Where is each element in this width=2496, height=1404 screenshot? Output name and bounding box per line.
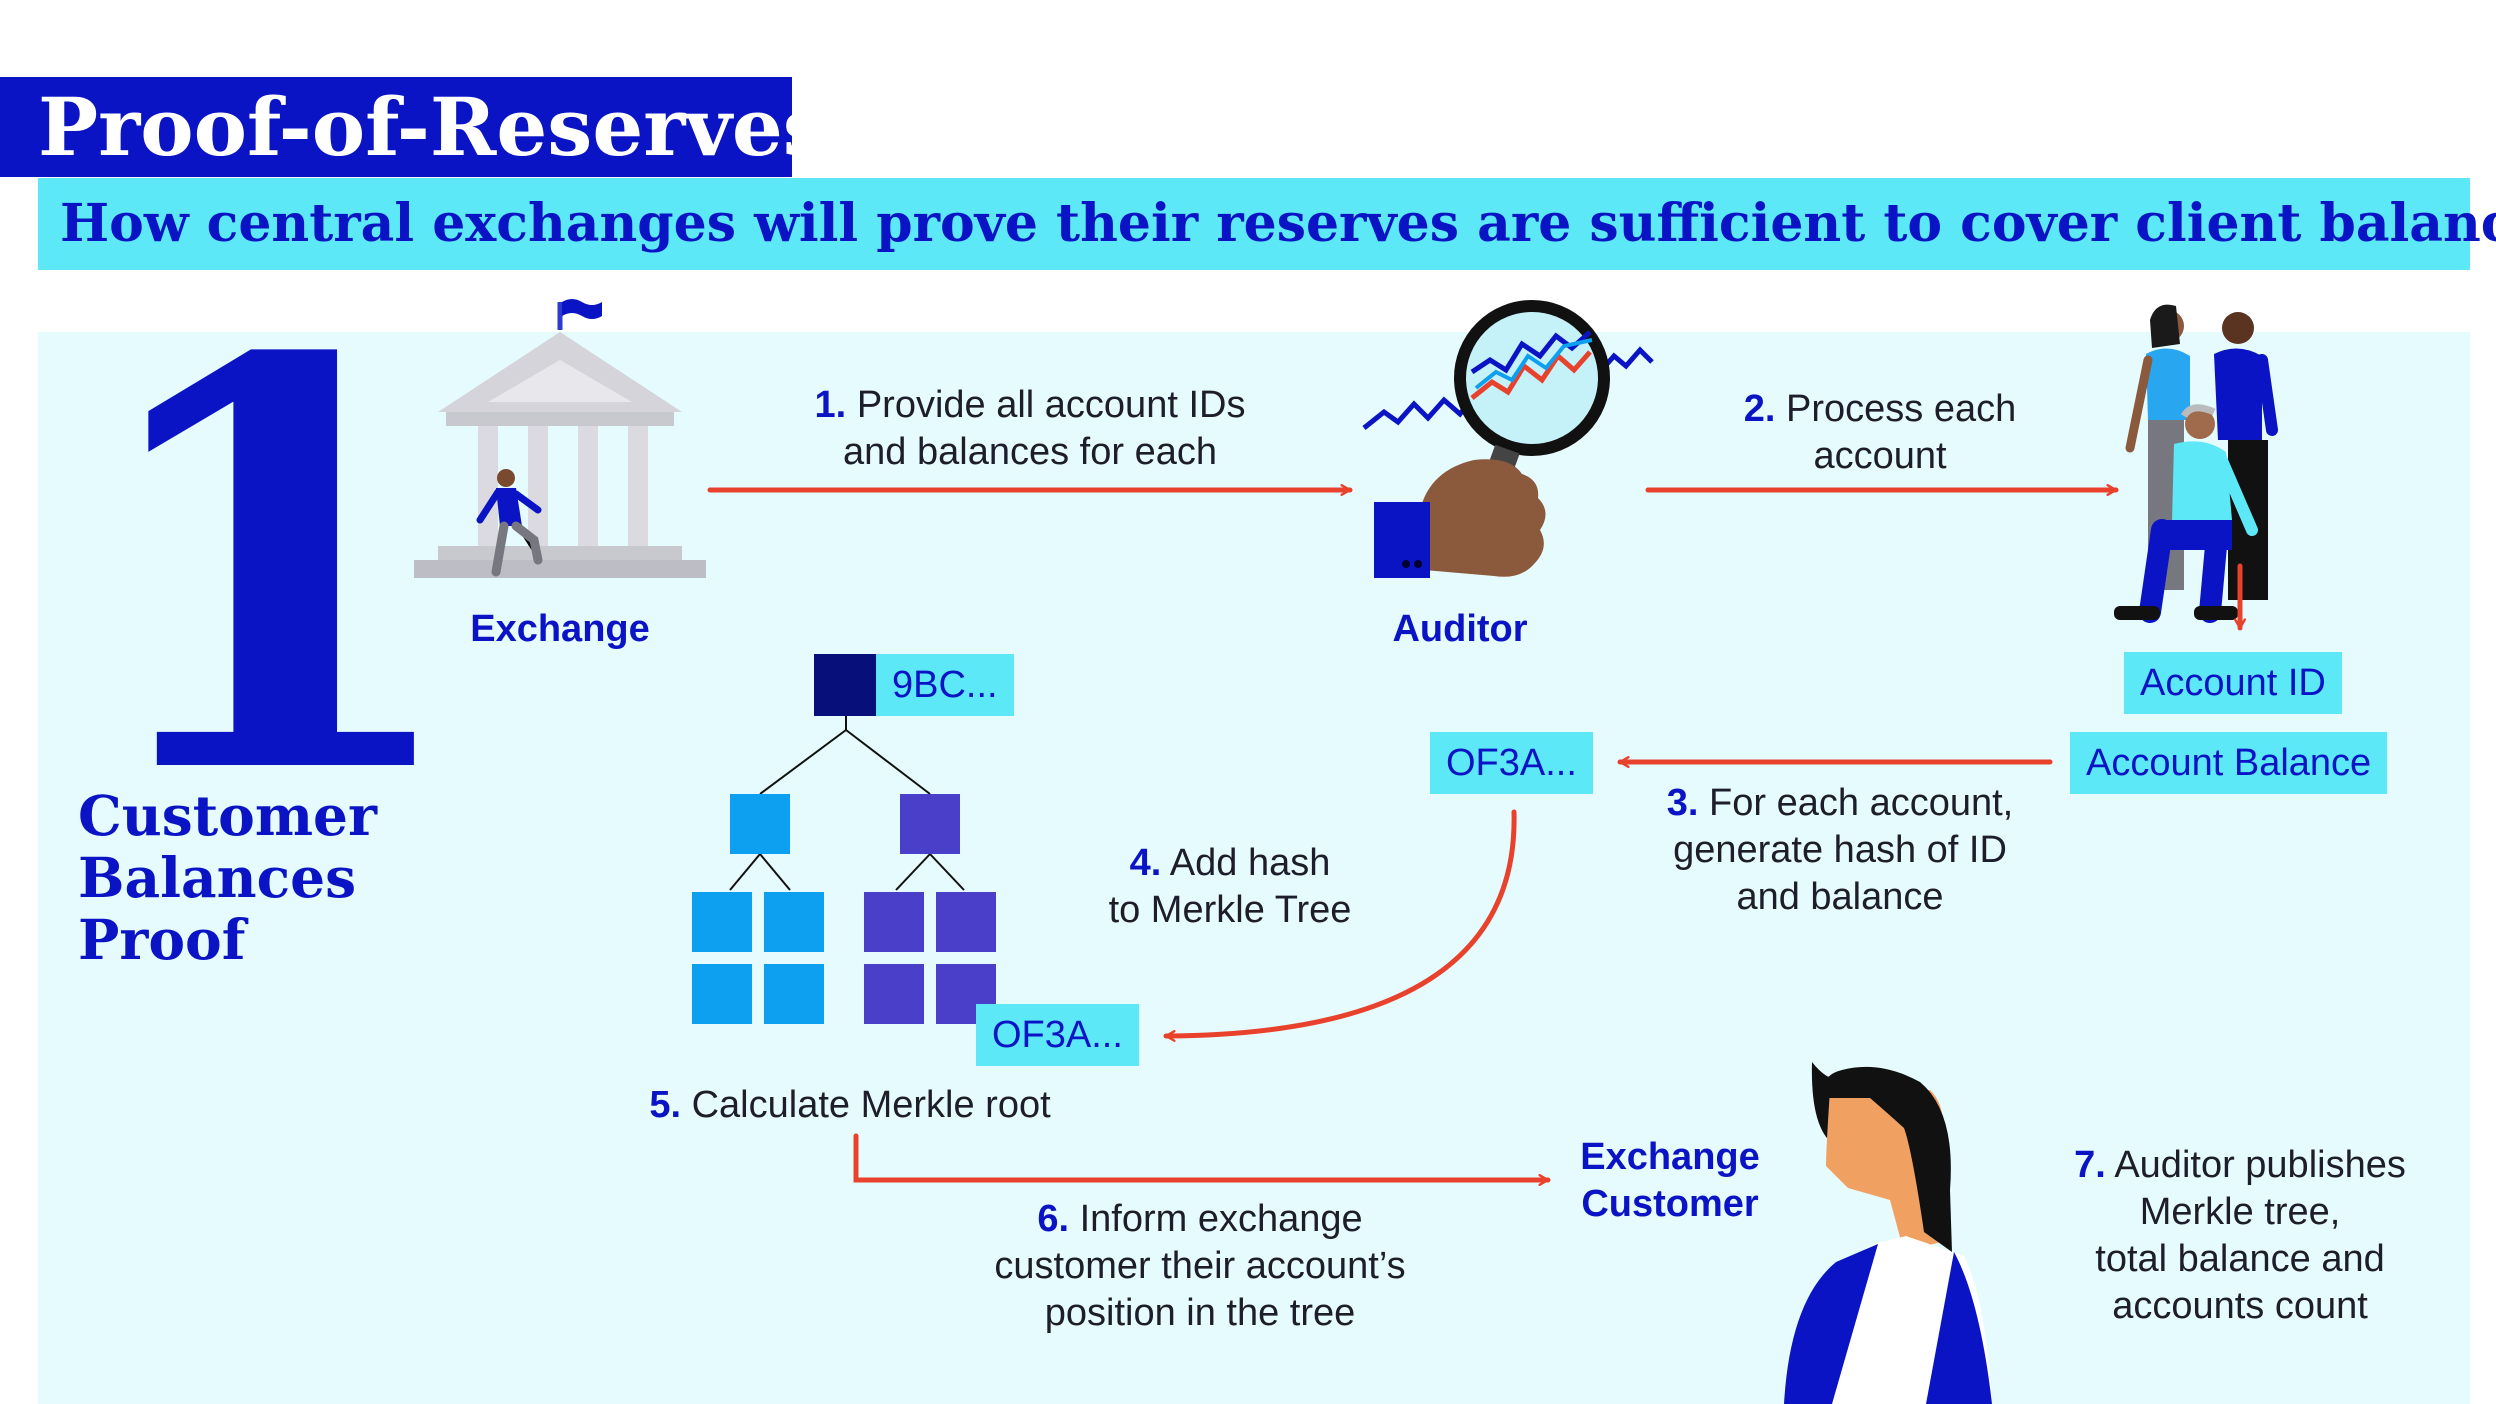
merkle-leaf [692,892,752,952]
account-balance-field: Account Balance [2070,732,2388,794]
section-label: Customer Balances Proof [78,783,377,972]
exchange-customer-icon [1784,1062,1992,1404]
exchange-customer-label: Exchange Customer [1580,1136,1760,1225]
page-subtitle: How central exchanges will prove their r… [60,193,2496,254]
section-number: 1 [80,240,470,898]
customers-group-icon [2114,304,2278,623]
subtitle-bar [38,178,2470,270]
auditor-label: Auditor [1392,608,1528,650]
merkle-leaf [764,892,824,952]
merkle-branch-right [900,794,960,854]
exchange-label: Exchange [470,608,650,650]
flow-arrows [707,484,2246,1186]
step-2-text: 2. Process each account [1743,388,2017,477]
generated-hash: OF3A... [1430,732,1593,794]
page-title: Proof-of-Reserves [38,80,828,174]
merkle-root-node [814,654,876,716]
merkle-leaf [692,964,752,1024]
bank-icon [414,299,706,578]
merkle-leaf [864,964,924,1024]
merkle-branch-left [730,794,790,854]
step-1-text: 1. Provide all account IDs and balances … [814,384,1246,473]
arrow-step-4 [1163,809,1517,1042]
step-7-text: 7. Auditor publishes Merkle tree, total … [2074,1144,2406,1327]
merkle-leaf [864,892,924,952]
step-6-text: 6. Inform exchange customer their accoun… [994,1198,1406,1334]
step-3-text: 3. For each account, generate hash of ID… [1666,782,2014,918]
merkle-leaf [936,892,996,952]
auditor-magnifier-icon [1362,300,1654,578]
leaf-hash: OF3A... [976,1004,1139,1066]
account-id-field: Account ID [2124,652,2342,714]
title-bar [0,77,792,177]
content-panel [38,332,2470,1404]
person-climbing-icon [476,469,543,577]
merkle-root-hash: 9BC... [876,654,1014,716]
arrow-step-6 [853,1133,1551,1186]
step-5-text: 5. Calculate Merkle root [649,1084,1051,1126]
step-4-text: 4. Add hash to Merkle Tree [1108,842,1352,931]
svg-text:1: 1 [80,240,470,898]
merkle-leaf [764,964,824,1024]
merkle-tree [692,654,996,1024]
